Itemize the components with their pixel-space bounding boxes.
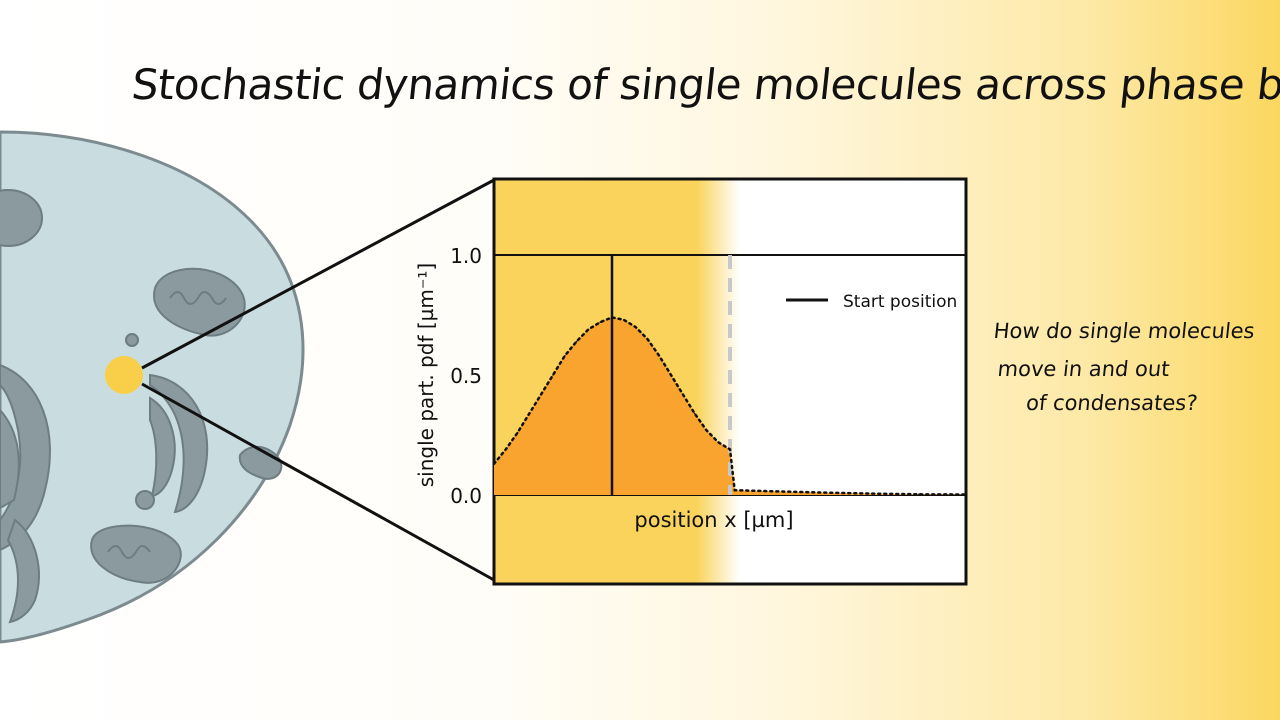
data-point-23 (823, 491, 826, 494)
data-point-4 (540, 393, 542, 396)
vesicle-small (125, 333, 139, 347)
er-bottom (6, 518, 40, 624)
data-point-22 (776, 490, 778, 493)
data-point-11 (623, 319, 625, 321)
y-ticks: 0.0 0.5 1.0 (450, 244, 482, 508)
y-tick-label-2: 1.0 (450, 244, 482, 268)
golgi-right-2 (149, 396, 176, 498)
data-point-20 (729, 448, 731, 451)
question-annotation: How do single molecules move in and out … (984, 310, 1266, 424)
data-point-16 (682, 393, 684, 396)
data-point-14 (658, 355, 660, 357)
data-point-6 (564, 355, 566, 357)
data-point-5 (552, 374, 554, 376)
data-point-1 (505, 448, 507, 451)
question-line-3: of condensates? (1024, 391, 1199, 415)
cristae-bottom (107, 545, 151, 559)
y-axis-label: single part. pdf [µm⁻¹] (414, 263, 438, 487)
mitochondria-cristae (107, 291, 227, 559)
legend: Start position (786, 292, 957, 312)
data-point-13 (646, 338, 649, 340)
data-point-0 (493, 463, 495, 465)
golgi-right (149, 373, 209, 514)
data-point-26 (965, 493, 967, 496)
organelles (0, 189, 283, 624)
golgi-left (0, 363, 51, 552)
data-point-21 (733, 489, 736, 492)
data-point-7 (575, 340, 578, 343)
data-point-2 (516, 431, 519, 434)
data-point-19 (717, 441, 719, 444)
question-line-1: How do single molecules (992, 319, 1256, 343)
data-point-15 (670, 374, 672, 376)
y-tick-label-0: 0.0 (450, 484, 482, 508)
zoom-line-top (141, 178, 495, 370)
mitochondrion-bottom (90, 524, 182, 584)
data-point-24 (870, 492, 873, 495)
zoom-line-bottom (141, 382, 495, 582)
data-point-3 (528, 412, 531, 415)
data-point-10 (611, 316, 613, 319)
legend-label: Start position (843, 292, 957, 312)
vesicle (135, 490, 155, 510)
cristae-top (169, 291, 227, 305)
data-point-25 (918, 493, 920, 496)
data-point-9 (599, 321, 601, 324)
nucleus-organelle (0, 189, 43, 247)
golgi-left-2 (0, 408, 20, 510)
mitochondrion-top (153, 267, 246, 337)
data-point-12 (634, 326, 637, 328)
chart-marks (492, 255, 968, 496)
data-point-8 (587, 328, 590, 331)
y-tick-label-1: 0.5 (450, 364, 482, 388)
data-point-17 (693, 412, 696, 415)
x-axis-label: position x [µm] (634, 508, 793, 532)
data-point-18 (705, 429, 708, 432)
condensate (105, 356, 143, 394)
